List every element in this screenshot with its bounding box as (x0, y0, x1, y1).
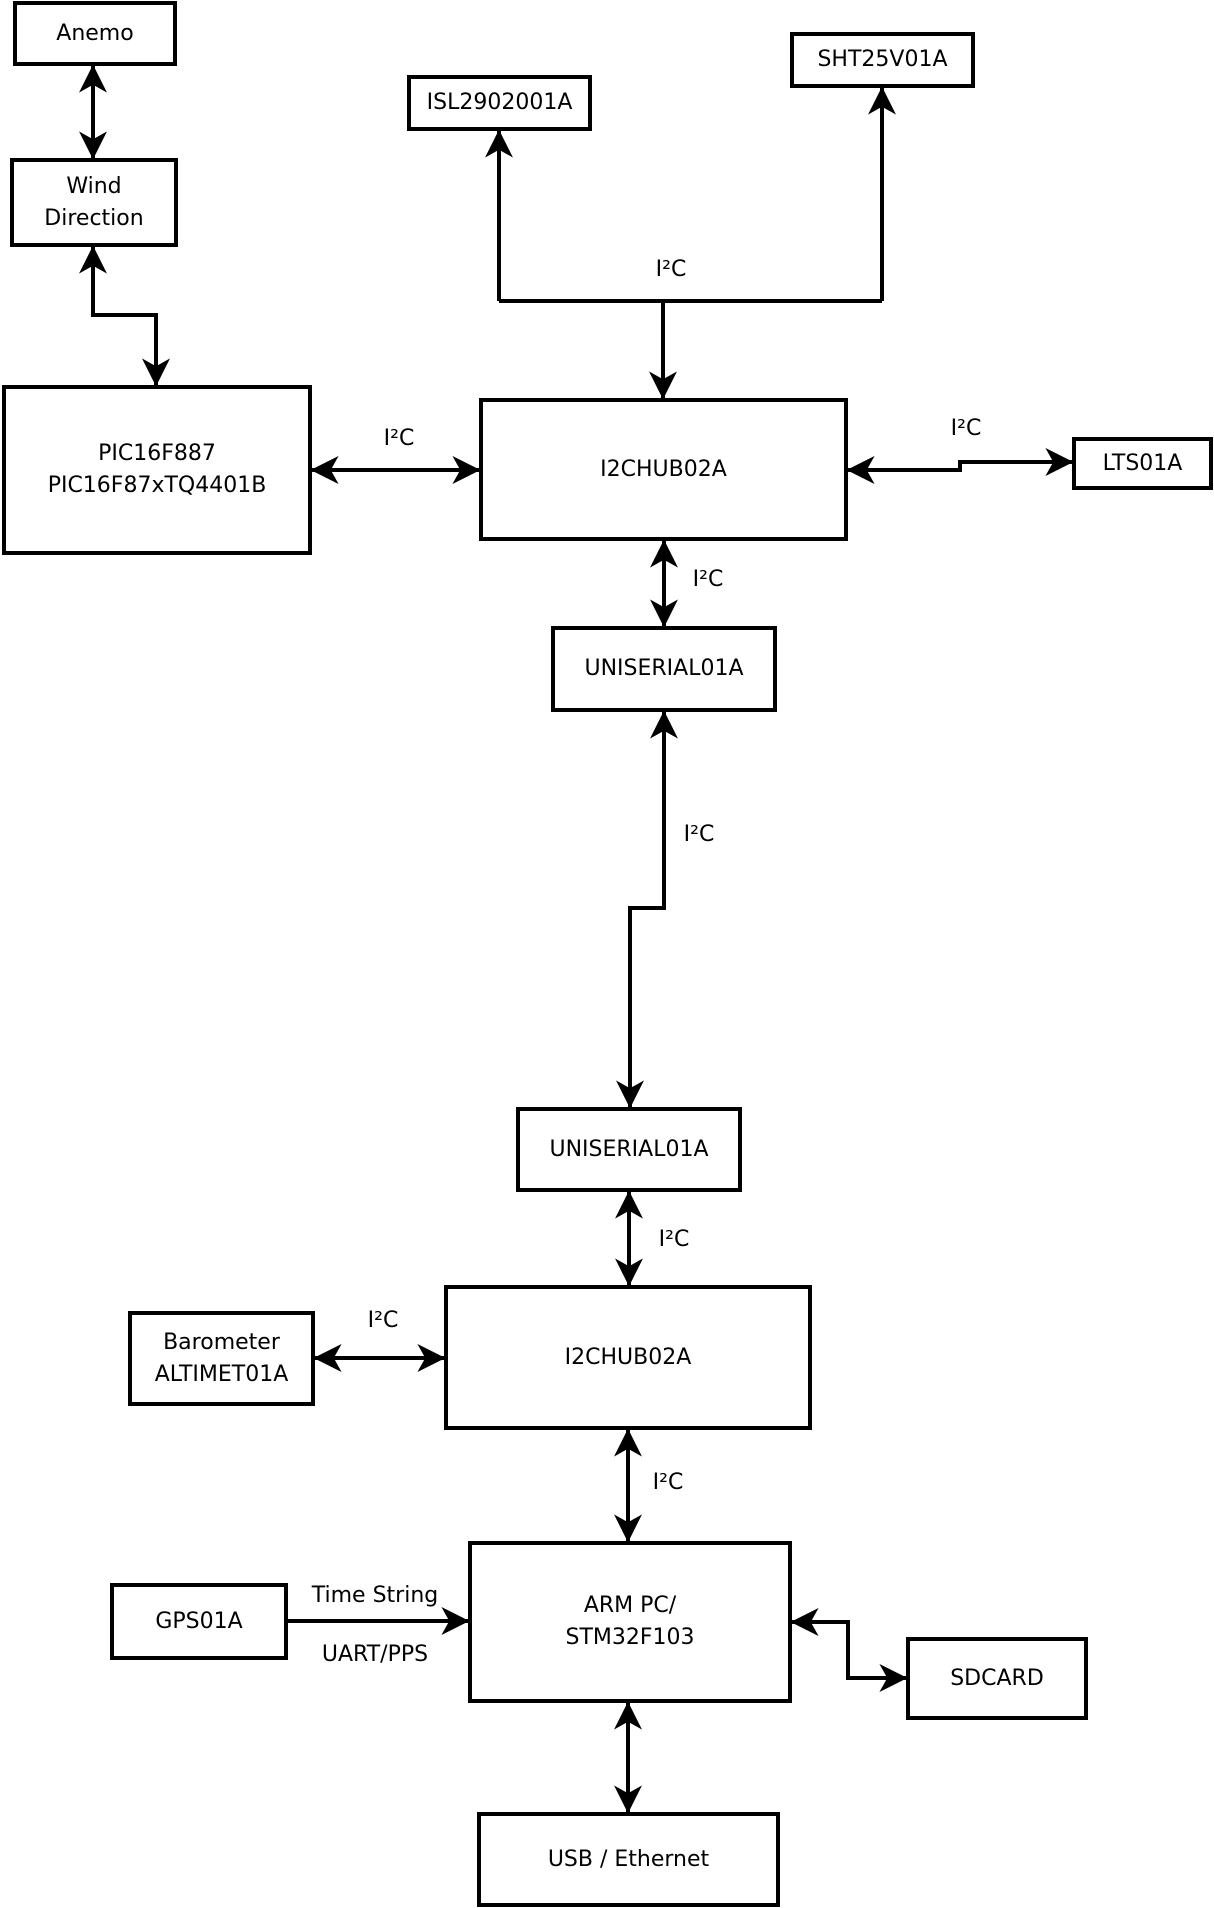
node-barometer-altimet01a: Barometer ALTIMET01A (128, 1311, 315, 1406)
node-i2chub02a-upper: I2CHUB02A (479, 398, 848, 541)
edge-label-hub2-armpc-i2c: I²C (652, 1470, 684, 1495)
edge-label-uart-pps: UART/PPS (321, 1642, 429, 1667)
node-i2chub02a-lower: I2CHUB02A (444, 1285, 812, 1430)
node-wind-direction: Wind Direction (10, 158, 178, 247)
node-uniserial01a-upper: UNISERIAL01A (551, 626, 777, 712)
node-pic16f887: PIC16F887 PIC16F87xTQ4401B (2, 385, 312, 555)
edge-label-hub1-uniserial1-i2c: I²C (692, 567, 724, 592)
edge-hub1-lts (846, 448, 1074, 484)
edge-label-uniserial2-hub2-i2c: I²C (658, 1227, 690, 1252)
node-anemo: Anemo (13, 1, 177, 66)
edge-label-hub1-lts-i2c: I²C (950, 416, 982, 441)
node-sht25v01a: SHT25V01A (790, 32, 975, 88)
edge-uniserial1-uniserial2 (616, 710, 678, 1109)
node-lts01a: LTS01A (1072, 437, 1213, 490)
edge-label-pic-hub1-i2c: I²C (383, 426, 415, 451)
edge-label-uniserial1-uniserial2-i2c: I²C (683, 822, 715, 847)
edge-label-time-string: Time String (311, 1583, 439, 1608)
edge-label-sensor-bus-i2c: I²C (655, 257, 687, 282)
node-uniserial01a-lower: UNISERIAL01A (516, 1107, 742, 1192)
edge-wind-pic (79, 245, 170, 387)
edge-armpc-sdcard (790, 1608, 908, 1692)
node-sdcard: SDCARD (906, 1637, 1088, 1720)
node-arm-pc-stm32f103: ARM PC/ STM32F103 (468, 1541, 792, 1703)
node-gps01a: GPS01A (110, 1583, 288, 1660)
node-isl2902001a: ISL2902001A (407, 75, 592, 131)
edge-label-barometer-hub2-i2c: I²C (367, 1308, 399, 1333)
node-usb-ethernet: USB / Ethernet (477, 1812, 780, 1907)
